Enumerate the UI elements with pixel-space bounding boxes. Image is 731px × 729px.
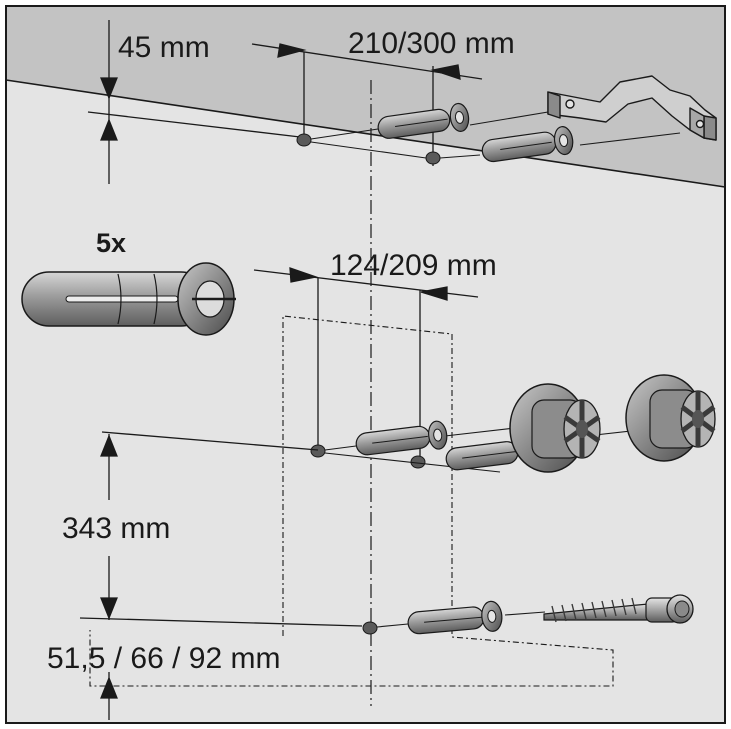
dimension-ceiling-offset: [87, 20, 301, 184]
middle-dowel-1: [355, 420, 448, 456]
dimension-top-spacing: [251, 43, 483, 166]
top-dowel-1: [377, 102, 470, 139]
vertical-distance-label: 343 mm: [62, 512, 170, 545]
dowel-5x: [21, 262, 236, 336]
foot-cap-2: [625, 374, 716, 462]
appliance-outline: [89, 315, 614, 687]
quantity-label: 5x: [96, 228, 126, 258]
ceiling-edge: [5, 79, 726, 188]
screw: [543, 594, 694, 624]
ceiling-offset-label: 45 mm: [118, 31, 210, 64]
bottom-dowel: [407, 600, 503, 635]
dimension-vertical-distance: [79, 431, 363, 627]
bottom-drill-hole: [362, 621, 378, 635]
mounting-bracket: [547, 75, 717, 141]
top-spacing-label: 210/300 mm: [348, 27, 515, 60]
diagram-frame: [5, 5, 726, 724]
middle-spacing-label: 124/209 mm: [330, 249, 497, 282]
top-guide-lines: [310, 109, 681, 159]
bottom-guide-lines: [376, 611, 546, 628]
foot-cap-1: [509, 383, 601, 473]
dimension-bottom-offsets: [100, 672, 118, 720]
middle-dowel-2: [445, 441, 519, 471]
bottom-offsets-label: 51,5 / 66 / 92 mm: [47, 642, 280, 675]
top-dowel-2: [481, 126, 574, 163]
